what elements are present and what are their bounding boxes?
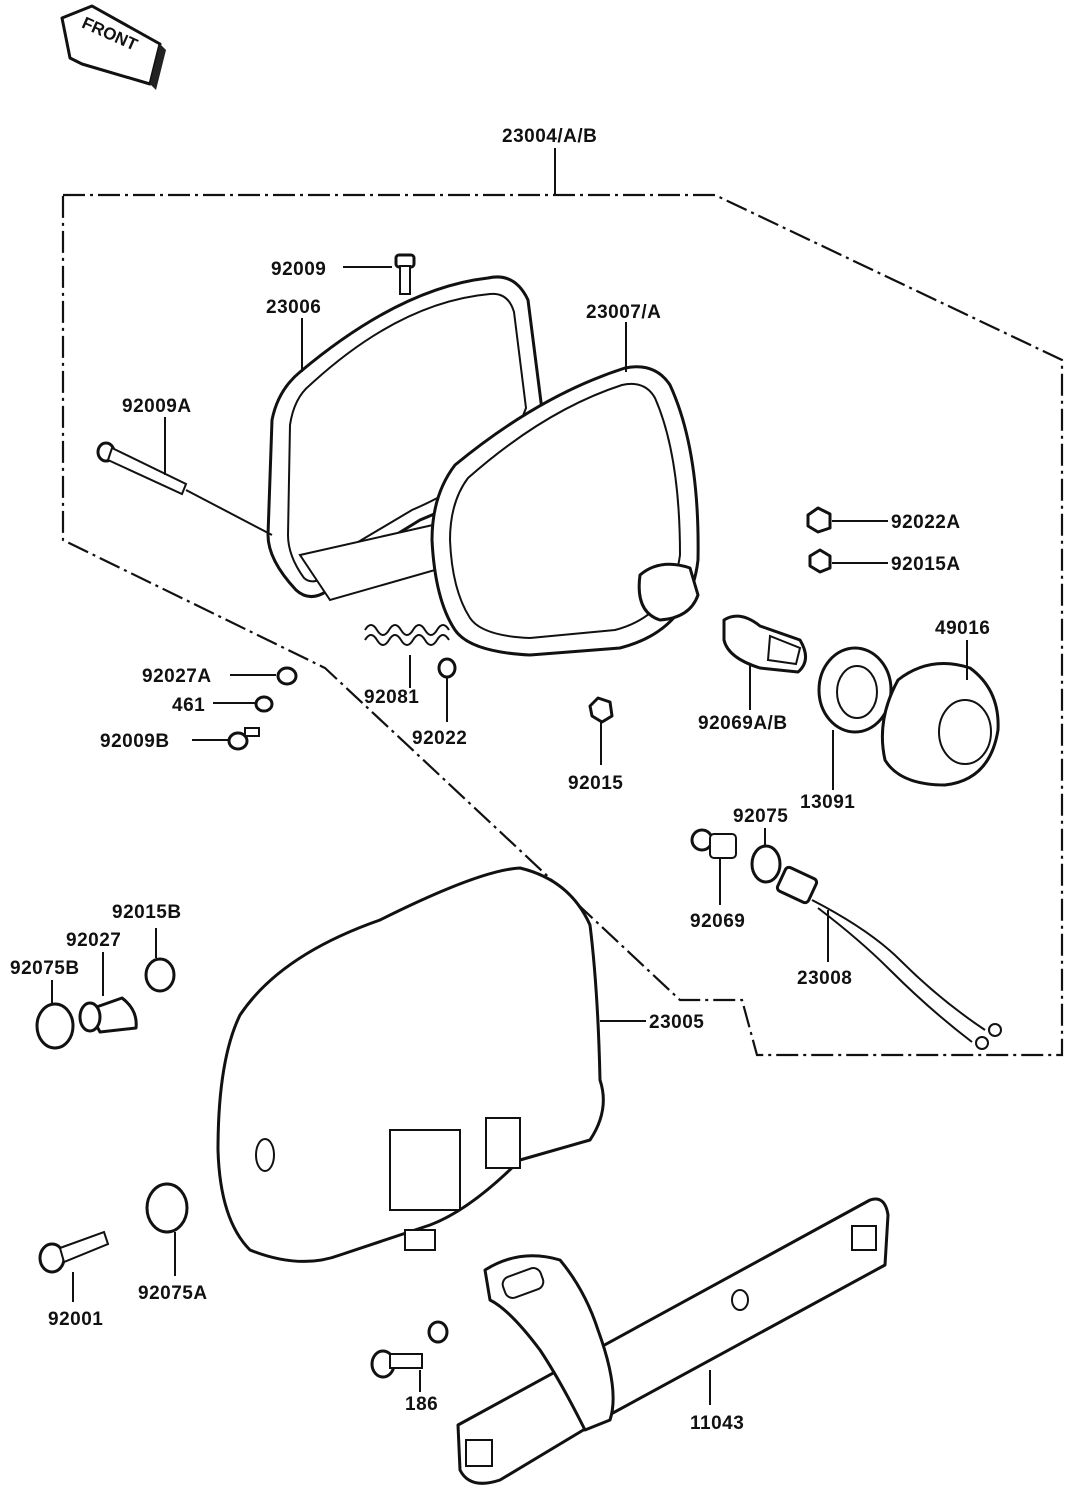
label-92075A: 92075A bbox=[138, 1283, 208, 1304]
bolt-92001 bbox=[38, 1230, 110, 1274]
damper-92075B bbox=[35, 1002, 75, 1050]
headlight-rim-23006 bbox=[266, 275, 544, 602]
label-92015: 92015 bbox=[568, 773, 623, 794]
label-92022A: 92022A bbox=[891, 512, 961, 533]
bulb-92069AB bbox=[722, 614, 807, 674]
label-92015B: 92015B bbox=[112, 902, 182, 923]
label-23008: 23008 bbox=[797, 968, 852, 989]
bracket-11043 bbox=[456, 1197, 890, 1485]
screw-92009 bbox=[394, 253, 416, 295]
label-92069: 92069 bbox=[690, 911, 745, 932]
bulb-92069 bbox=[690, 828, 737, 859]
socket-92075 bbox=[750, 844, 782, 884]
label-92075: 92075 bbox=[733, 806, 788, 827]
headlight-unit-23007 bbox=[430, 365, 700, 657]
label-13091: 13091 bbox=[800, 792, 855, 813]
label-92075B: 92075B bbox=[10, 958, 80, 979]
label-23007: 23007/A bbox=[586, 302, 661, 323]
label-461: 461 bbox=[172, 695, 205, 716]
bolt-186 bbox=[370, 1320, 449, 1379]
callout-labels: 23004/A/B 92009 23006 23007/A 92009A 920… bbox=[10, 126, 990, 1434]
label-92015A: 92015A bbox=[891, 554, 961, 575]
nut-92015 bbox=[588, 696, 614, 724]
label-11043: 11043 bbox=[690, 1413, 744, 1434]
label-92069AB: 92069A/B bbox=[698, 713, 788, 734]
rubber-cover-49016 bbox=[880, 662, 1000, 787]
label-92009: 92009 bbox=[271, 259, 326, 280]
label-92001: 92001 bbox=[48, 1309, 103, 1330]
label-186: 186 bbox=[405, 1394, 438, 1415]
grommet-92027A bbox=[276, 666, 298, 686]
screw-92009A bbox=[96, 441, 273, 536]
spring-92081 bbox=[364, 624, 450, 646]
nut-92015A bbox=[808, 548, 832, 574]
label-23004: 23004/A/B bbox=[502, 126, 597, 147]
label-23005: 23005 bbox=[649, 1012, 704, 1033]
label-92027: 92027 bbox=[66, 930, 121, 951]
nut-92022A bbox=[806, 506, 832, 534]
leader-lines bbox=[51, 266, 968, 1405]
nut-92015B bbox=[144, 957, 176, 993]
label-92009A: 92009A bbox=[122, 396, 192, 417]
label-92027A: 92027A bbox=[142, 666, 212, 687]
label-92081: 92081 bbox=[364, 687, 419, 708]
label-23006: 23006 bbox=[266, 297, 321, 318]
assembly-outline bbox=[61, 193, 1064, 1057]
damper-92075A bbox=[145, 1182, 189, 1234]
collar-92027 bbox=[78, 996, 138, 1034]
label-92009B: 92009B bbox=[100, 731, 170, 752]
nut-92022 bbox=[437, 657, 457, 679]
front-arrow: FRONT bbox=[60, 4, 166, 90]
headlight-housing-23005 bbox=[216, 866, 605, 1263]
screw-92009B bbox=[227, 727, 260, 751]
washer-461 bbox=[254, 695, 274, 713]
label-49016: 49016 bbox=[935, 618, 990, 639]
harness-23008 bbox=[775, 865, 1002, 1050]
label-92022: 92022 bbox=[412, 728, 467, 749]
socket-13091 bbox=[817, 646, 893, 734]
